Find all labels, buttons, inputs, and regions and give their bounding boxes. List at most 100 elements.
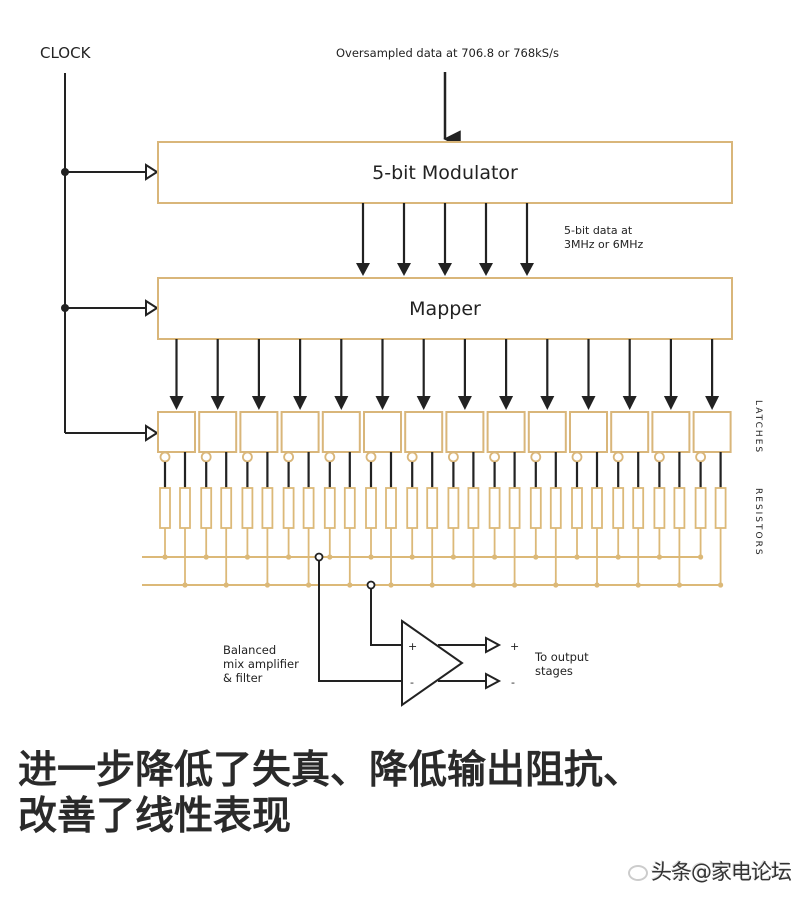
modulator-output-arrowhead [520, 263, 534, 276]
mapper-output-arrowhead [210, 396, 225, 410]
latch-cell [445, 411, 485, 453]
resistor [365, 487, 377, 529]
resistor [632, 487, 645, 529]
watermark: 头条@家电论坛 [628, 856, 792, 886]
latch-inverted-output-bubble [530, 451, 542, 463]
mapper-output-arrowhead [293, 396, 308, 410]
latch-cell [610, 411, 650, 453]
resistor [571, 487, 583, 529]
resistor [714, 487, 727, 529]
latch-cell [280, 411, 320, 453]
caption-line-2: 改善了线性表现 [18, 794, 292, 839]
resistor [406, 487, 419, 529]
bus-junction-dot [533, 554, 539, 560]
amplifier-label: Balanced mix amplifier & filter [223, 643, 303, 685]
latch-inverted-output-bubble [447, 451, 459, 463]
modulator-output-arrowhead [356, 263, 370, 276]
mapper-output-arrowhead [457, 396, 472, 410]
resistors-side-label: RESISTORS [753, 488, 763, 557]
bus-junction-dot [698, 554, 704, 560]
latch-cell [692, 411, 732, 453]
amp-minus-input: - [410, 676, 414, 689]
clock-input-triangle-modulator [145, 163, 159, 181]
latch-inverted-output-bubble [200, 451, 212, 463]
mapper-output-arrowhead [663, 396, 678, 410]
output-stages-label: To output stages [534, 650, 592, 678]
mapper-output-arrowhead [705, 396, 720, 410]
mapper-output-arrowhead [169, 396, 184, 410]
modulator-block [157, 141, 733, 204]
latch-inverted-output-bubble [695, 451, 706, 463]
output-plus-label: + [510, 640, 519, 653]
latch-inverted-output-bubble [159, 451, 171, 463]
modulator-output-arrowhead [397, 263, 411, 276]
bus-junction-dot [594, 582, 600, 588]
amplifier-wiring [318, 557, 486, 682]
resistor [220, 487, 233, 529]
resistor [591, 487, 603, 529]
resistor [179, 487, 191, 529]
resistor [261, 487, 274, 529]
latch-cell [404, 411, 444, 453]
latch-cell [239, 411, 279, 453]
mapper-output-arrowhead [581, 396, 596, 410]
bus-tap-plus [366, 580, 376, 590]
bus-junction-dot [553, 582, 559, 588]
output-minus-label: - [511, 676, 515, 689]
bus-tap-minus [314, 552, 324, 562]
resistor [302, 487, 315, 529]
mapper-output-arrowhead [499, 396, 514, 410]
bus-junction-dot [656, 554, 663, 560]
resistor [488, 487, 501, 529]
latches-side-label: LATCHES [753, 400, 763, 454]
resistor [653, 487, 666, 529]
resistor [529, 487, 542, 529]
resistor [447, 487, 460, 529]
bus-junction-dot [635, 582, 641, 588]
latch-inverted-output-bubble [571, 451, 583, 463]
mapper-output-arrowhead [416, 396, 431, 410]
caption-heading: 进一步降低了失真、降低输出阻抗、 改善了线性表现 [18, 748, 642, 840]
latch-inverted-output-bubble [241, 451, 253, 463]
resistor [612, 487, 625, 529]
bus-junction-dot [368, 554, 374, 560]
clock-input-triangle-latches [145, 424, 159, 442]
dac-block-diagram: CLOCK Oversampled data at 706.8 or 768kS… [40, 44, 763, 707]
bus-junction-dot [429, 582, 435, 588]
latch-cell [527, 411, 567, 453]
latch-inverted-output-bubble [654, 451, 665, 463]
resistor [508, 487, 521, 529]
bus-junction-dot [327, 554, 333, 560]
resistor [159, 487, 171, 529]
bus-junction-dot [492, 554, 498, 560]
bus-junction-dot [223, 582, 229, 588]
bus-junction-dot [388, 582, 394, 588]
watermark-logo-icon [628, 865, 648, 881]
latch-cell [198, 411, 238, 453]
bus-junction-dot [306, 582, 312, 588]
latch-inverted-output-bubble [406, 451, 418, 463]
bus-junction-dot [244, 554, 250, 560]
mapper-output-arrowhead [334, 396, 349, 410]
modulator-output-label: 3MHz or 6MHz [564, 238, 644, 251]
latch-cell [486, 411, 526, 453]
mapper-block [157, 277, 733, 340]
bus-junction-dot [162, 554, 168, 560]
bus-junction-dot [470, 582, 476, 588]
resistor [343, 487, 356, 529]
output-plus-triangle [485, 636, 502, 654]
resistor [200, 487, 213, 529]
clock-junction-dot [61, 304, 69, 312]
bus-junction-dot [286, 554, 292, 560]
modulator-output-arrowhead [479, 263, 493, 276]
bus-junction-dot [203, 554, 209, 560]
amp-plus-input: + [408, 640, 417, 653]
mapper-output-arrowhead [375, 396, 390, 410]
bus-junction-dot [676, 582, 683, 588]
mapper-label: Mapper [409, 298, 481, 320]
bus-junction-dot [409, 554, 415, 560]
latch-cell [157, 411, 196, 453]
latch-inverted-output-bubble [612, 451, 624, 463]
mapper-output-arrowhead [540, 396, 555, 410]
clock-junction-dot [61, 168, 69, 176]
